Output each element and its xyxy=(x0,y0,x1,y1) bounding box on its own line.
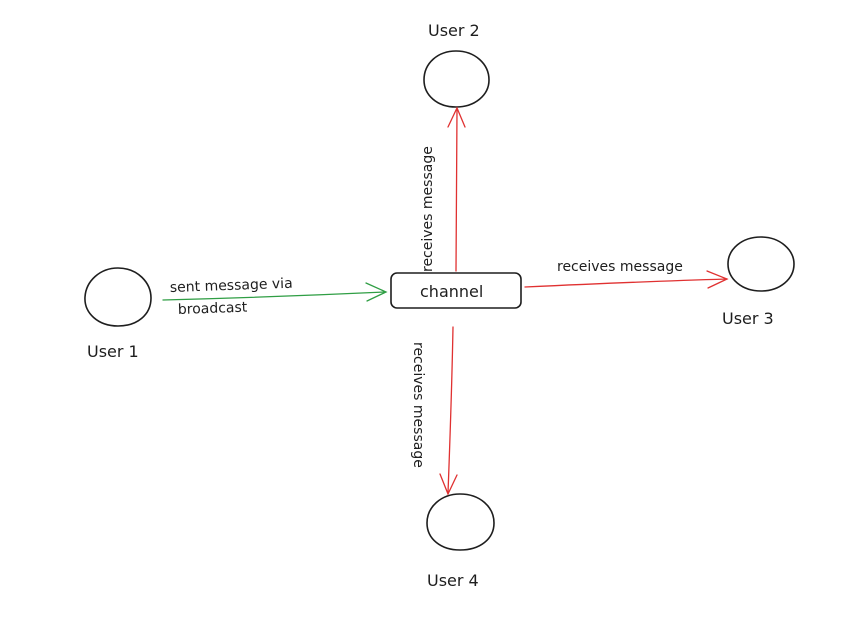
receive-arrow-user-3: receives message xyxy=(524,259,729,289)
send-arrow-label-line1: sent message via xyxy=(170,276,293,296)
user-1-circle xyxy=(84,267,152,327)
channel-label: channel xyxy=(420,282,483,301)
user-2-label: User 2 xyxy=(428,21,480,40)
receive-arrow-user-2-label: receives message xyxy=(420,146,436,272)
user-4-label: User 4 xyxy=(427,571,479,590)
user-1-node: User 1 xyxy=(84,267,152,361)
receive-arrow-user-4-label: receives message xyxy=(410,342,426,468)
user-4-circle xyxy=(426,493,495,551)
receive-arrow-user-3-head xyxy=(706,270,729,289)
user-2-node: User 2 xyxy=(423,21,490,108)
user-3-circle xyxy=(727,236,795,292)
send-arrow-line xyxy=(162,291,386,301)
receive-arrow-user-2-head xyxy=(447,106,466,128)
receive-arrow-user-2-line xyxy=(455,108,458,272)
channel-box xyxy=(390,272,522,309)
send-arrow-label-line2: broadcast xyxy=(178,300,248,318)
receive-arrow-user-2: receives message xyxy=(420,106,466,272)
receive-arrow-user-3-line xyxy=(524,278,728,288)
user-3-label: User 3 xyxy=(722,309,774,328)
receive-arrow-user-4: receives message xyxy=(410,326,458,496)
user-4-node: User 4 xyxy=(426,493,495,590)
send-arrow-head xyxy=(365,282,388,302)
user-1-label: User 1 xyxy=(87,342,139,361)
channel-node: channel xyxy=(390,272,522,309)
receive-arrow-user-4-head xyxy=(439,473,458,496)
receive-arrow-user-4-line xyxy=(447,326,454,494)
send-arrow: sent message via broadcast xyxy=(162,276,388,318)
receive-arrow-user-3-label: receives message xyxy=(557,259,683,275)
user-3-node: User 3 xyxy=(722,236,795,328)
user-2-circle xyxy=(423,50,490,108)
